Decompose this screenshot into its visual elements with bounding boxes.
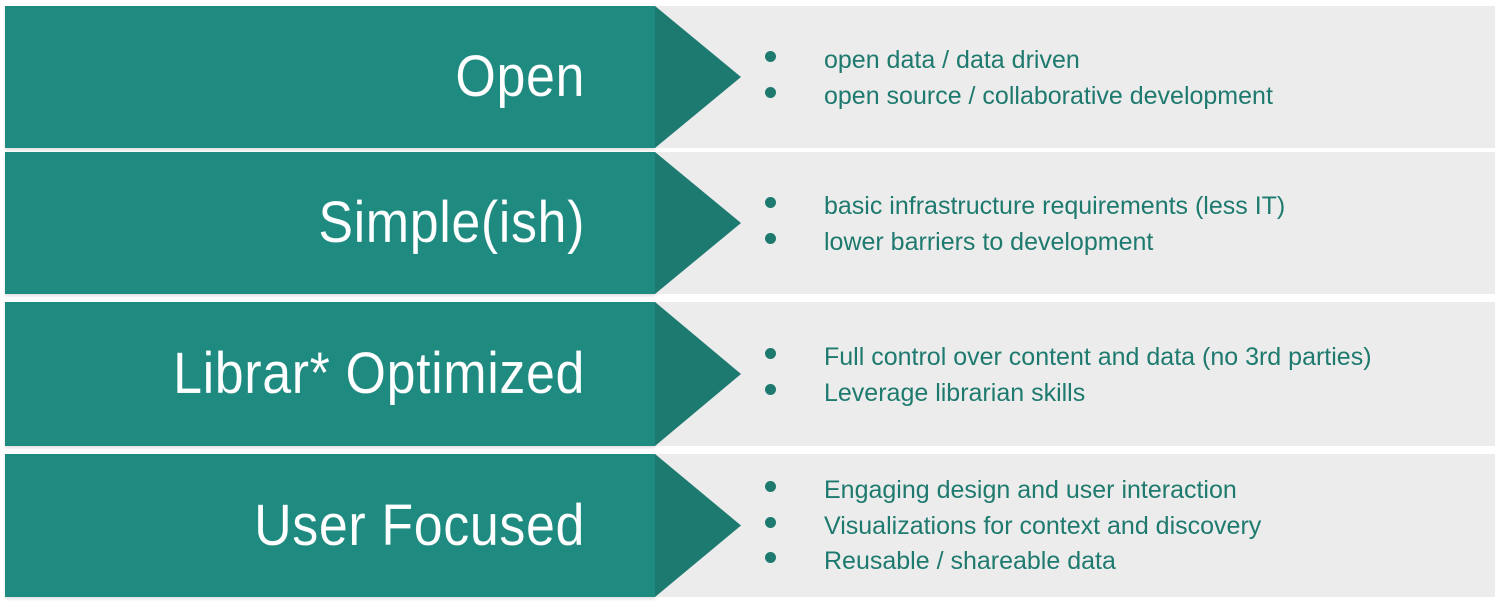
list-item: Leverage librarian skills [765,375,1485,412]
list-item-text: basic infrastructure requirements (less … [824,191,1286,220]
list-item: Full control over content and data (no 3… [765,339,1485,376]
bullet-panel [655,6,1495,148]
list-item: Visualizations for context and discovery [765,509,1485,545]
bullet-dot-icon [765,516,776,528]
bullet-panel [655,302,1495,446]
chevron-label-text: Open [455,44,585,110]
list-item: basic infrastructure requirements (less … [765,188,1485,225]
bullet-dot-icon [765,347,776,359]
chevron-label-text: Librar* Optimized [173,341,585,407]
bullet-panel [655,454,1495,597]
chevron-label: Simple(ish) [5,143,585,302]
list-item: Engaging design and user interaction [765,473,1485,509]
list-item: lower barriers to development [765,224,1485,261]
list-item-text: Leverage librarian skills [824,379,1086,407]
chevron-label-text: User Focused [254,493,585,558]
chevron-row-open: Open open data / data driven open source… [5,6,1495,148]
chevron-label-text: Simple(ish) [318,190,585,256]
list-item-text: open data / data driven [824,45,1080,74]
bullet-dot-icon [765,481,776,493]
list-item-text: Visualizations for context and discovery [824,511,1262,540]
bullet-list: Engaging design and user interaction Vis… [765,454,1485,597]
list-item-text: Full control over content and data (no 3… [824,342,1372,371]
list-item: open source / collaborative development [765,78,1485,115]
bullet-list: Full control over content and data (no 3… [765,302,1485,446]
chevron-row-user-focused: User Focused Engaging design and user in… [5,454,1495,597]
bullet-dot-icon [765,50,776,62]
chevron-bar[interactable] [5,152,655,294]
bullet-panel [655,152,1495,294]
chevron-label: Librar* Optimized [5,293,585,454]
chevron-row-simpleish: Simple(ish) basic infrastructure require… [5,152,1495,294]
chevron-bar[interactable] [5,454,655,597]
list-item-text: open source / collaborative development [824,82,1273,110]
chevron-label: Open [5,0,585,157]
bullet-list: basic infrastructure requirements (less … [765,152,1485,294]
chevron-row-librar-optimized: Librar* Optimized Full control over cont… [5,302,1495,446]
bullet-dot-icon [765,552,776,564]
bullet-dot-icon [765,384,776,395]
list-item-text: Engaging design and user interaction [824,476,1237,505]
list-item-text: Reusable / shareable data [824,547,1116,576]
bullet-dot-icon [765,87,776,98]
list-item-text: lower barriers to development [824,228,1154,256]
chevron-label: User Focused [5,445,585,605]
bullet-dot-icon [765,196,776,208]
bullet-list: open data / data driven open source / co… [765,6,1485,148]
list-item: open data / data driven [765,42,1485,79]
list-item: Reusable / shareable data [765,544,1485,580]
bullet-dot-icon [765,233,776,244]
chevron-bar[interactable] [5,302,655,446]
chevron-bar[interactable] [5,6,655,148]
